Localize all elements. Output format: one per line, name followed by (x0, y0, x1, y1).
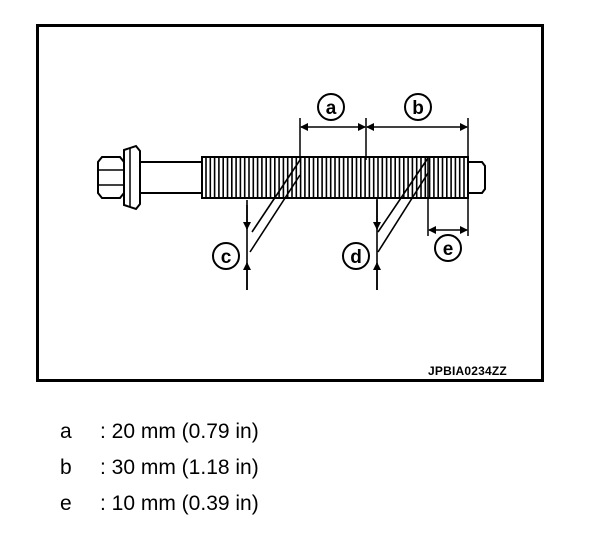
bolt-shank (139, 161, 203, 194)
callout-d: d (342, 242, 370, 270)
legend-key: e (60, 492, 72, 515)
section-c (243, 159, 301, 290)
dimension-b (366, 118, 469, 157)
svg-text:d: d (350, 247, 362, 268)
callout-b: b (404, 93, 432, 121)
bolt-head (97, 144, 141, 211)
bolt-tip (467, 161, 486, 194)
legend-row-a: a : 20 mm (0.79 in) (60, 420, 259, 444)
legend-key: b (60, 456, 72, 479)
svg-text:b: b (412, 98, 424, 119)
callout-c: c (212, 242, 240, 270)
legend-value: : 10 mm (0.39 in) (100, 492, 259, 515)
figure-frame (36, 24, 544, 382)
legend-row-e: e : 10 mm (0.39 in) (60, 492, 259, 516)
callout-e: e (434, 234, 462, 262)
dimension-a (299, 118, 367, 160)
section-d (373, 157, 429, 290)
legend-row-b: b : 30 mm (1.18 in) (60, 456, 259, 480)
svg-text:a: a (326, 98, 337, 119)
svg-text:c: c (221, 247, 232, 268)
callout-a: a (317, 93, 345, 121)
svg-text:e: e (443, 239, 454, 260)
legend-value: : 30 mm (1.18 in) (100, 456, 259, 479)
dimension-e (427, 158, 469, 236)
legend-key: a (60, 420, 72, 443)
legend-value: : 20 mm (0.79 in) (100, 420, 259, 443)
figure-code: JPBIA0234ZZ (428, 364, 507, 378)
